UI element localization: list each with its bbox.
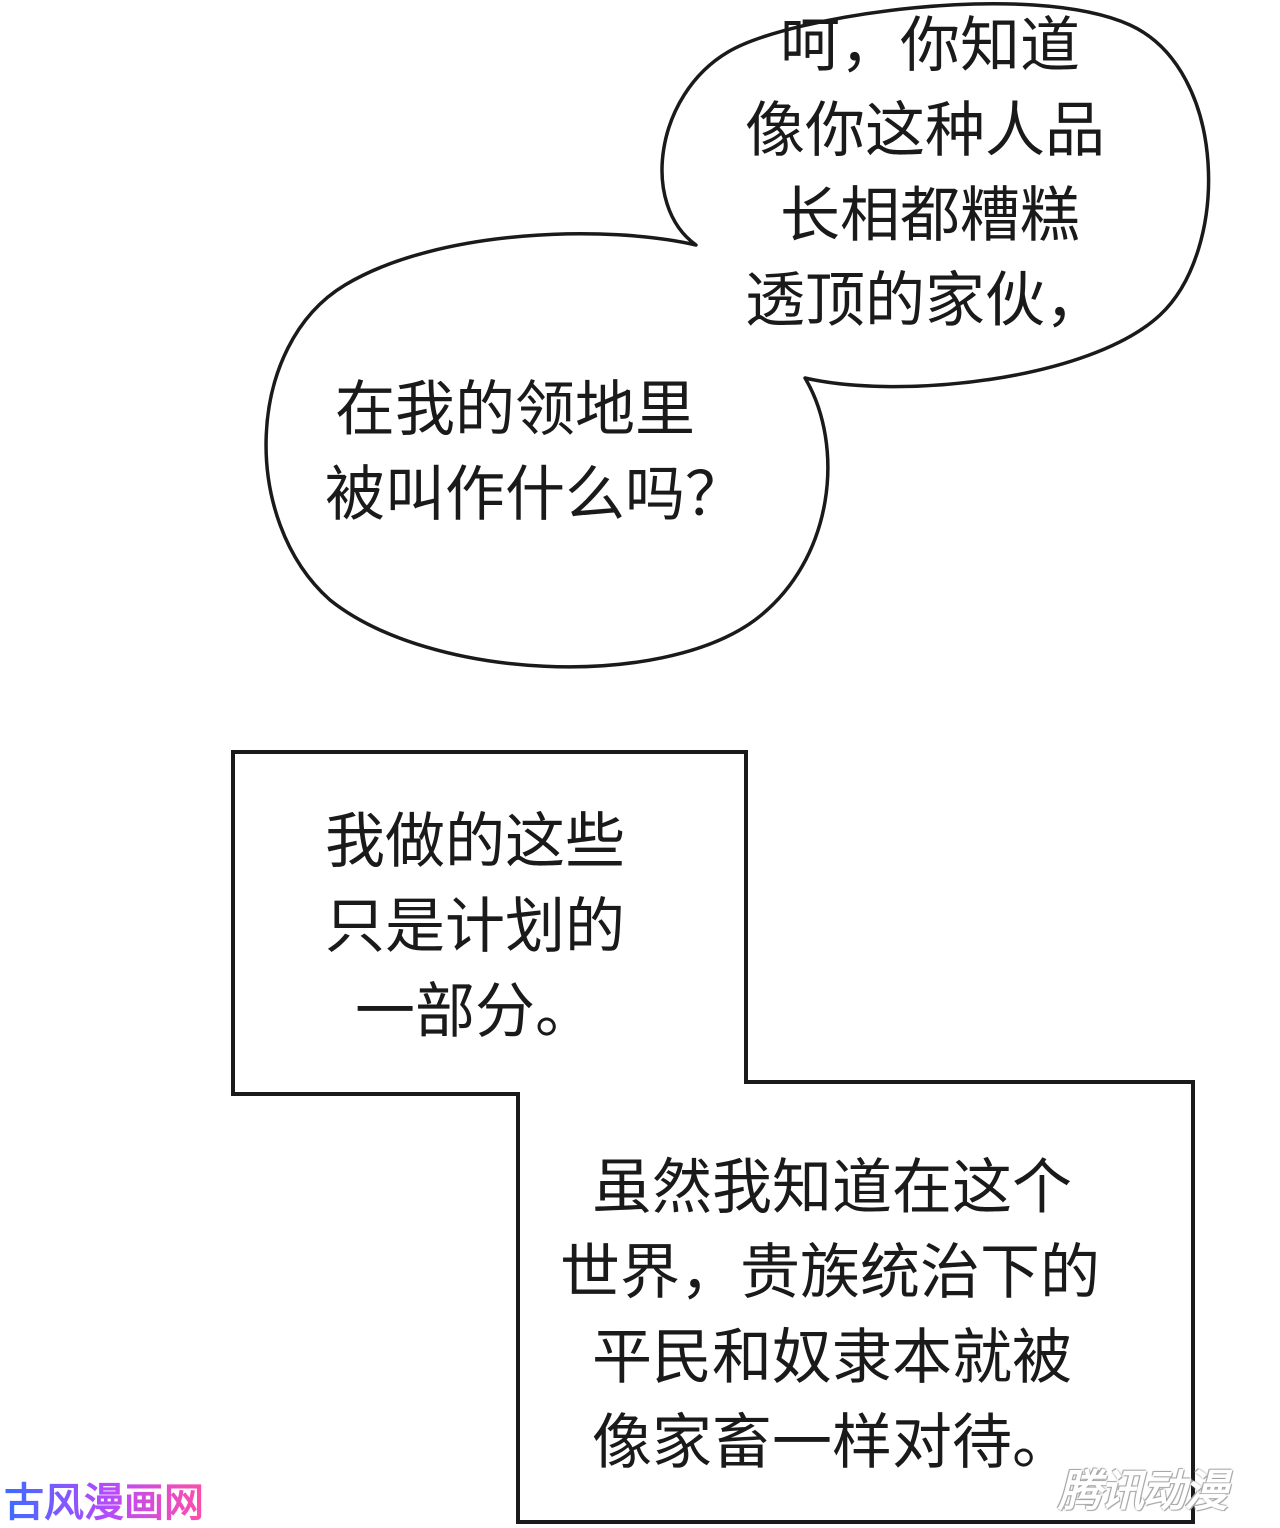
narration-line: 世界，贵族统治下的 xyxy=(560,1238,1100,1308)
site-watermark-left: 古风漫画网 xyxy=(4,1470,204,1528)
narration-line: 像家畜一样对待。 xyxy=(592,1408,1072,1478)
narration-line: 我做的这些 xyxy=(325,807,625,877)
speech-bubble-outline xyxy=(264,2,1211,669)
speech-line: 长相都糟糕 xyxy=(780,181,1080,251)
narration-box-outline xyxy=(231,750,1195,1524)
speech-line: 透顶的家伙， xyxy=(745,266,1105,336)
speech-line: 像你这种人品 xyxy=(745,96,1105,166)
narration-line: 只是计划的 xyxy=(325,892,625,962)
narration-line: 虽然我知道在这个 xyxy=(592,1153,1072,1223)
narration-line: 平民和奴隶本就被 xyxy=(592,1323,1072,1393)
narration-line: 一部分。 xyxy=(355,977,595,1047)
site-watermark-right: 腾讯动漫 xyxy=(1058,1466,1228,1517)
speech-line: 在我的领地里 xyxy=(335,375,695,445)
speech-line: 被叫作什么吗？ xyxy=(325,460,745,530)
speech-line: 呵，你知道 xyxy=(780,11,1080,81)
